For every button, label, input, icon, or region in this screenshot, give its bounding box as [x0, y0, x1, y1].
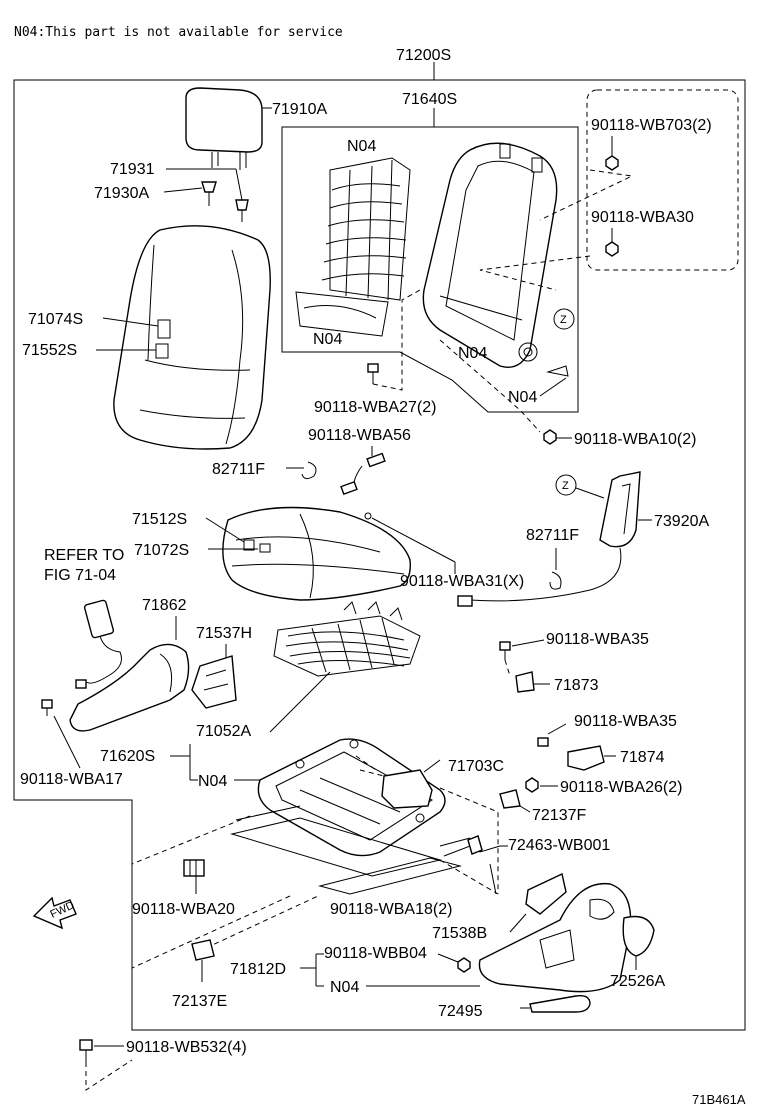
bracket-71873-drawing [515, 671, 535, 693]
part-90118-WBA27[interactable]: 90118-WBA27(2) [314, 399, 436, 416]
part-71873[interactable]: 71873 [554, 677, 599, 694]
n04-cushion-frame: N04 [198, 773, 227, 790]
bolt-wb532-drawing [79, 1039, 93, 1062]
seatback-spring-drawing [295, 157, 411, 337]
part-71537H[interactable]: 71537H [196, 625, 252, 642]
part-71074S[interactable]: 71074S [28, 311, 83, 328]
frame-subassembly-box [281, 126, 579, 413]
part-72495[interactable]: 72495 [438, 1003, 483, 1020]
side-cover-drawing [478, 882, 655, 993]
part-90118-WB532[interactable]: 90118-WB532(4) [126, 1039, 247, 1056]
z-marker-1: Z [560, 314, 567, 326]
bracket-71874-drawing [567, 745, 605, 771]
part-90118-WBA20[interactable]: 90118-WBA20 [132, 901, 235, 918]
part-71512S[interactable]: 71512S [132, 511, 187, 528]
part-71862[interactable]: 71862 [142, 597, 187, 614]
n04-springs-top: N04 [347, 138, 376, 155]
assembly-outline [13, 79, 746, 1031]
seatback-frame-drawing [422, 142, 558, 368]
lever-72495-drawing [529, 994, 591, 1013]
nut-group-box [586, 89, 739, 271]
part-90118-WBA31[interactable]: 90118-WBA31(X) [400, 573, 524, 590]
forward-arrow-icon: FWD [32, 896, 77, 930]
part-72463-WB001[interactable]: 72463-WB001 [508, 837, 610, 854]
refer-to-line1: REFER TO [44, 547, 124, 564]
service-note: N04:This part is not available for servi… [14, 25, 343, 40]
part-72526A[interactable]: 72526A [610, 973, 665, 990]
n04-springs-bottom: N04 [313, 331, 342, 348]
part-90118-WBA17[interactable]: 90118-WBA17 [20, 771, 123, 788]
part-71200S[interactable]: 71200S [396, 47, 451, 64]
part-90118-WBA56[interactable]: 90118-WBA56 [308, 427, 411, 444]
part-71703C[interactable]: 71703C [448, 758, 504, 775]
clip-72137E-drawing [191, 939, 215, 961]
part-71930A[interactable]: 71930A [94, 185, 149, 202]
part-71640S[interactable]: 71640S [402, 91, 457, 108]
part-71812D[interactable]: 71812D [230, 961, 286, 978]
part-73920A[interactable]: 73920A [654, 513, 709, 530]
refer-to-line2[interactable]: FIG 71-04 [44, 567, 116, 584]
part-90118-WBA10[interactable]: 90118-WBA10(2) [574, 431, 696, 448]
clip-72137F-drawing [499, 789, 521, 809]
z-marker-2: Z [562, 480, 569, 492]
cushion-frame-drawing [230, 738, 471, 895]
seat-cushion-drawing [222, 506, 411, 601]
part-71072S[interactable]: 71072S [134, 542, 189, 559]
part-72137E[interactable]: 72137E [172, 993, 227, 1010]
seatbelt-buckle-drawing [75, 599, 122, 689]
part-90118-WBB04[interactable]: 90118-WBB04 [324, 945, 427, 962]
side-shield-drawing [69, 643, 190, 732]
n04-hinge: N04 [508, 389, 537, 406]
part-90118-WBA35-b[interactable]: 90118-WBA35 [574, 713, 677, 730]
part-71874[interactable]: 71874 [620, 749, 665, 766]
bolt-wba27-drawing [367, 363, 379, 384]
part-71910A[interactable]: 71910A [272, 101, 327, 118]
part-90118-WBA30[interactable]: 90118-WBA30 [591, 209, 694, 226]
n04-lever: N04 [330, 979, 359, 996]
part-72137F[interactable]: 72137F [532, 807, 586, 824]
figure-id: 71B461A [692, 1092, 746, 1107]
headrest-drawing [185, 87, 263, 170]
part-71552S[interactable]: 71552S [22, 342, 77, 359]
cushion-spring-drawing [273, 601, 421, 677]
part-90118-WBA26[interactable]: 90118-WBA26(2) [560, 779, 682, 796]
cable-72463-drawing [443, 835, 501, 857]
part-90118-WBA35-a[interactable]: 90118-WBA35 [546, 631, 649, 648]
part-90118-WB703[interactable]: 90118-WB703(2) [591, 117, 712, 134]
part-71620S[interactable]: 71620S [100, 748, 155, 765]
part-71538B[interactable]: 71538B [432, 925, 487, 942]
part-82711F-b[interactable]: 82711F [526, 527, 579, 544]
seatback-cover-drawing [113, 225, 271, 450]
part-71052A[interactable]: 71052A [196, 723, 251, 740]
harness-wba56-drawing [340, 452, 386, 496]
module-71703C-drawing [381, 769, 433, 809]
cover-71538B-drawing [525, 872, 567, 915]
part-90118-WBA18[interactable]: 90118-WBA18(2) [330, 901, 452, 918]
part-82711F-a[interactable]: 82711F [212, 461, 265, 478]
bracket-71537H-drawing [191, 655, 237, 709]
part-71931[interactable]: 71931 [110, 161, 155, 178]
connector-wba20-drawing [183, 859, 205, 877]
n04-frame: N04 [458, 345, 487, 362]
headrest-support-drawing [201, 181, 249, 222]
side-airbag-drawing [599, 471, 641, 548]
